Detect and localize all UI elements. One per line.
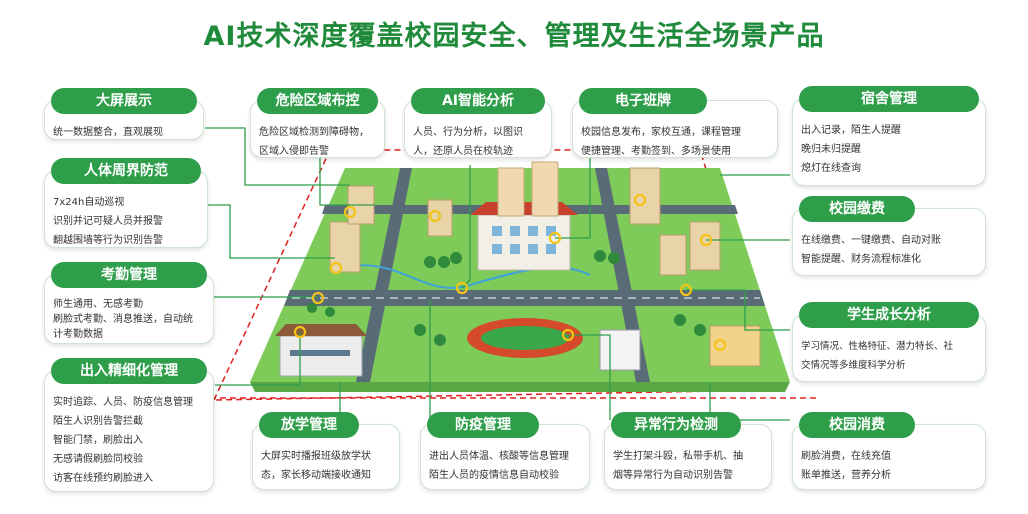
card-line: 便捷管理、考勤签到、多场景使用 [581, 146, 731, 157]
card-line: 区域入侵即告警 [259, 146, 329, 157]
card-access: 出入精细化管理 实时追踪、人员、防疫信息管理 陌生人识别告警拦截 智能门禁，刷脸… [44, 358, 214, 492]
card-line: 大屏实时播报班级放学状 [261, 451, 371, 462]
card-line: 实时追踪、人员、防疫信息管理 [53, 397, 193, 408]
card-line: 师生通用、无感考勤 [53, 299, 143, 310]
card-line: 翻越围墙等行为识别告警 [53, 235, 163, 246]
card-line: 无感请假刷脸同校验 [53, 454, 143, 465]
card-line: 智能门禁，刷脸出入 [53, 435, 143, 446]
gym-building [275, 324, 367, 377]
card-big-screen: 大屏展示 统一数据整合，直观展现 [44, 88, 204, 140]
card-line: 陌生人员的疫情信息自动校验 [429, 470, 559, 481]
card-line: 进出人员体温、核酸等信息管理 [429, 451, 569, 462]
track-field [481, 326, 569, 350]
card-line: 陌生人识别告警拦截 [53, 416, 143, 427]
card-line: 烟等异常行为自动识别告警 [613, 470, 733, 481]
canteen-building [599, 325, 761, 371]
card-line: 访客在线预约刷脸进入 [53, 473, 153, 484]
card-line: 人，还原人员在校轨迹 [413, 146, 513, 157]
card-e-class: 电子班牌 校园信息发布，家校互通，课程管理 便捷管理、考勤签到、多场景使用 [572, 88, 778, 158]
card-label: 学生成长分析 [799, 302, 979, 328]
card-label: 异常行为检测 [611, 412, 741, 438]
card-label: 校园消费 [799, 412, 915, 438]
card-dismissal: 放学管理 大屏实时播报班级放学状 态，家长移动端接收通知 [252, 412, 400, 490]
card-abnormal: 异常行为检测 学生打架斗殴，私带手机、抽 烟等异常行为自动识别告警 [604, 412, 772, 490]
card-line: 校园信息发布，家校互通，课程管理 [581, 127, 741, 138]
card-dorm: 宿舍管理 出入记录，陌生人提醒 晚归未归提醒 熄灯在线查询 [792, 86, 986, 186]
card-line: 人员、行为分析，以图识 [413, 127, 523, 138]
card-line: 刷脸消费，在线充值 [801, 451, 891, 462]
page-title: AI技术深度覆盖校园安全、管理及生活全场景产品 [203, 21, 825, 52]
card-label: 宿舍管理 [799, 86, 979, 112]
card-payment: 校园缴费 在线缴费、一键缴费、自动对账 智能提醒、财务流程标准化 [792, 196, 986, 276]
card-label: AI智能分析 [411, 88, 545, 114]
card-label: 考勤管理 [51, 262, 207, 288]
tower-left [497, 161, 559, 217]
card-label: 人体周界防范 [51, 158, 201, 184]
card-line: 在线缴费、一键缴费、自动对账 [801, 235, 941, 246]
card-line: 计考勤数据 [53, 329, 103, 340]
card-ai-analysis: AI智能分析 人员、行为分析，以图识 人，还原人员在校轨迹 [404, 88, 552, 158]
card-line: 危险区域检测到障碍物， [259, 127, 369, 138]
card-line: 刷脸式考勤、消息推送，自动统 [53, 314, 193, 325]
card-label: 出入精细化管理 [51, 358, 207, 384]
card-line: 识别并记可疑人员并报警 [53, 216, 163, 227]
card-epidemic: 防疫管理 进出人员体温、核酸等信息管理 陌生人员的疫情信息自动校验 [420, 412, 590, 490]
card-consumption: 校园消费 刷脸消费，在线充值 账单推送，营养分析 [792, 412, 986, 490]
road-horizontal-main [284, 290, 765, 306]
card-label: 防疫管理 [427, 412, 539, 438]
card-line: 智能提醒、财务流程标准化 [801, 254, 921, 265]
card-line: 态，家长移动端接收通知 [261, 470, 371, 481]
card-label: 大屏展示 [51, 88, 197, 114]
connector-lines [205, 127, 790, 421]
card-attendance: 考勤管理 师生通用、无感考勤 刷脸式考勤、消息推送，自动统 计考勤数据 [44, 262, 214, 344]
card-perimeter: 人体周界防范 7x24h自动巡视 识别并记可疑人员并报警 翻越围墙等行为识别告警 [44, 158, 208, 248]
card-line: 7x24h自动巡视 [53, 197, 125, 208]
card-label: 放学管理 [259, 412, 359, 438]
dorm-buildings [329, 167, 721, 276]
card-danger-zone: 危险区域布控 危险区域检测到障碍物， 区域入侵即告警 [250, 88, 385, 158]
road-vertical-left [356, 168, 412, 382]
card-line: 晚归未归提醒 [801, 144, 861, 155]
card-line: 交情况等多维度科学分析 [801, 360, 906, 371]
card-line: 学习情况、性格特征、潜力特长、社 [801, 341, 954, 352]
card-line: 熄灯在线查询 [801, 163, 861, 174]
camera-markers [293, 193, 727, 352]
card-growth: 学生成长分析 学习情况、性格特征、潜力特长、社 交情况等多维度科学分析 [792, 302, 986, 382]
card-label: 电子班牌 [579, 88, 707, 114]
card-line: 出入记录，陌生人提醒 [801, 125, 901, 136]
card-line: 账单推送，营养分析 [801, 470, 891, 481]
card-label: 危险区域布控 [257, 88, 378, 114]
campus-ground-edge [250, 382, 790, 392]
road-vertical-right [595, 168, 650, 382]
card-line: 统一数据整合，直观展现 [53, 127, 163, 138]
card-label: 校园缴费 [799, 196, 915, 222]
card-line: 学生打架斗殴，私带手机、抽 [613, 451, 743, 462]
trees [307, 250, 706, 346]
